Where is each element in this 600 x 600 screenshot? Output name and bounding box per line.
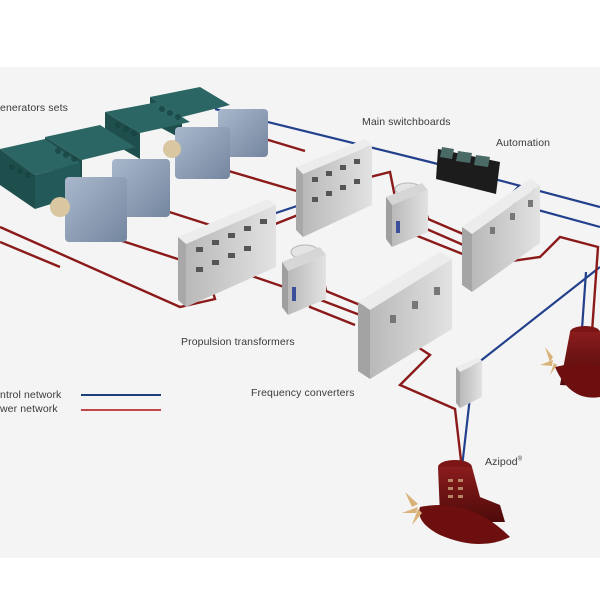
propulsion-transformers <box>282 182 428 315</box>
propeller-left <box>402 492 422 525</box>
registered-mark: ® <box>517 456 523 463</box>
generator-set-1 <box>0 139 127 242</box>
label-frequency-converters: Frequency converters <box>251 387 355 399</box>
azipod-right <box>540 326 600 398</box>
label-azipod: Azipod® <box>485 456 522 468</box>
generator-3 <box>175 127 230 179</box>
propeller-right <box>540 347 557 375</box>
transformer-left <box>282 244 326 315</box>
legend-label-power: wer network <box>0 403 58 415</box>
control-cable-pod-right <box>459 266 600 378</box>
power-cable-tx-left-c <box>318 262 366 309</box>
azipod-text: Azipod <box>485 456 518 468</box>
label-main-switchboards: Main switchboards <box>362 116 451 128</box>
label-automation: Automation <box>496 137 551 149</box>
control-junction-box <box>456 357 482 408</box>
diagram-canvas: enerators sets Main switchboards Automat… <box>0 67 600 558</box>
label-propulsion-transformers: Propulsion transformers <box>181 336 295 348</box>
control-cable-pod-right-riser <box>580 271 588 330</box>
generator-4 <box>218 109 268 157</box>
azipod-left <box>402 460 510 545</box>
converter-left <box>358 252 452 379</box>
legend-label-control: ntrol network <box>0 389 62 401</box>
control-cable-pod-left-riser <box>460 396 472 468</box>
legend-swatch-control <box>81 394 161 396</box>
label-generator-sets: enerators sets <box>0 102 68 114</box>
generator-1 <box>65 177 127 242</box>
frequency-converters <box>358 179 540 379</box>
power-cable-converter-to-pod-left <box>397 340 464 470</box>
generator-set-3 <box>105 102 230 179</box>
automation-console <box>436 147 500 194</box>
power-cable-lower-left <box>0 240 61 269</box>
generator-sets <box>0 87 268 242</box>
switchboard-right <box>296 139 372 237</box>
transformer-right <box>386 182 428 247</box>
power-cable-gen4 <box>264 137 306 153</box>
legend-swatch-power <box>81 409 161 411</box>
main-switchboards <box>178 139 372 307</box>
converter-right <box>462 179 540 292</box>
power-cable-converter-to-pod-right <box>504 235 600 333</box>
control-cable-main <box>214 107 600 209</box>
propulsion-diagram <box>0 87 600 545</box>
switchboard-left <box>178 199 276 307</box>
